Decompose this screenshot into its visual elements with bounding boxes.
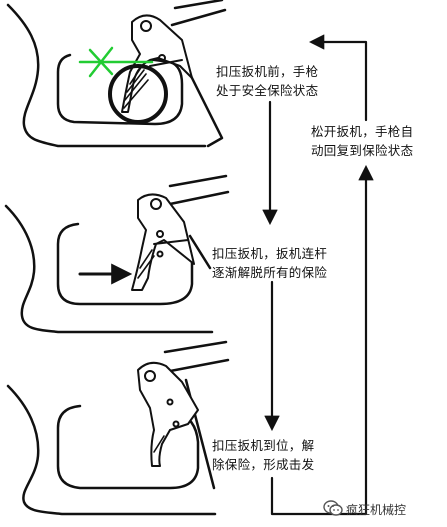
frame-outline bbox=[6, 0, 227, 148]
step-3-line-2: 除保险，形成击发 bbox=[212, 457, 315, 472]
panel-2-pistol-pressing bbox=[4, 174, 230, 334]
step-3-label: 扣压扳机到位，解 除保险，形成击发 bbox=[212, 436, 314, 474]
wechat-icon bbox=[323, 500, 343, 516]
step-2-line-1: 扣压扳机，扳机连杆 bbox=[212, 246, 328, 261]
panel-3-pistol-fired bbox=[6, 340, 230, 516]
step-3-line-1: 扣压扳机到位，解 bbox=[212, 438, 315, 453]
trigger-guard bbox=[56, 404, 200, 490]
flow-arrows bbox=[262, 34, 374, 516]
cross-mark-icon bbox=[78, 46, 154, 78]
trigger-lever bbox=[137, 361, 199, 467]
return-step-line-2: 动回复到保险状态 bbox=[311, 143, 414, 158]
step-2-label: 扣压扳机，扳机连杆 逐渐解脱所有的保险 bbox=[212, 244, 327, 282]
watermark-text: 疯狂机械控 bbox=[346, 503, 407, 517]
trigger-hatching bbox=[153, 435, 165, 453]
safety-highlight-circle bbox=[108, 64, 168, 124]
trigger-guard bbox=[56, 53, 184, 126]
return-step-line-1: 松开扳机，手枪自 bbox=[311, 124, 414, 139]
step-1-label: 扣压扳机前，手枪 处于安全保险状态 bbox=[216, 62, 318, 100]
step-1-line-2: 处于安全保险状态 bbox=[216, 83, 319, 98]
trigger-hatching bbox=[137, 249, 155, 279]
step-2-line-2: 逐渐解脱所有的保险 bbox=[212, 265, 328, 280]
return-step-label: 松开扳机，手枪自 动回复到保险状态 bbox=[311, 122, 413, 160]
panel-1-pistol-rest bbox=[6, 0, 227, 148]
loop-arrow-top bbox=[308, 34, 368, 122]
loop-arrow-bottom bbox=[270, 164, 374, 516]
frame-outline bbox=[4, 174, 230, 334]
trigger-lever bbox=[131, 193, 195, 291]
step-1-line-1: 扣压扳机前，手枪 bbox=[216, 64, 319, 79]
trigger-hatching bbox=[123, 65, 149, 109]
